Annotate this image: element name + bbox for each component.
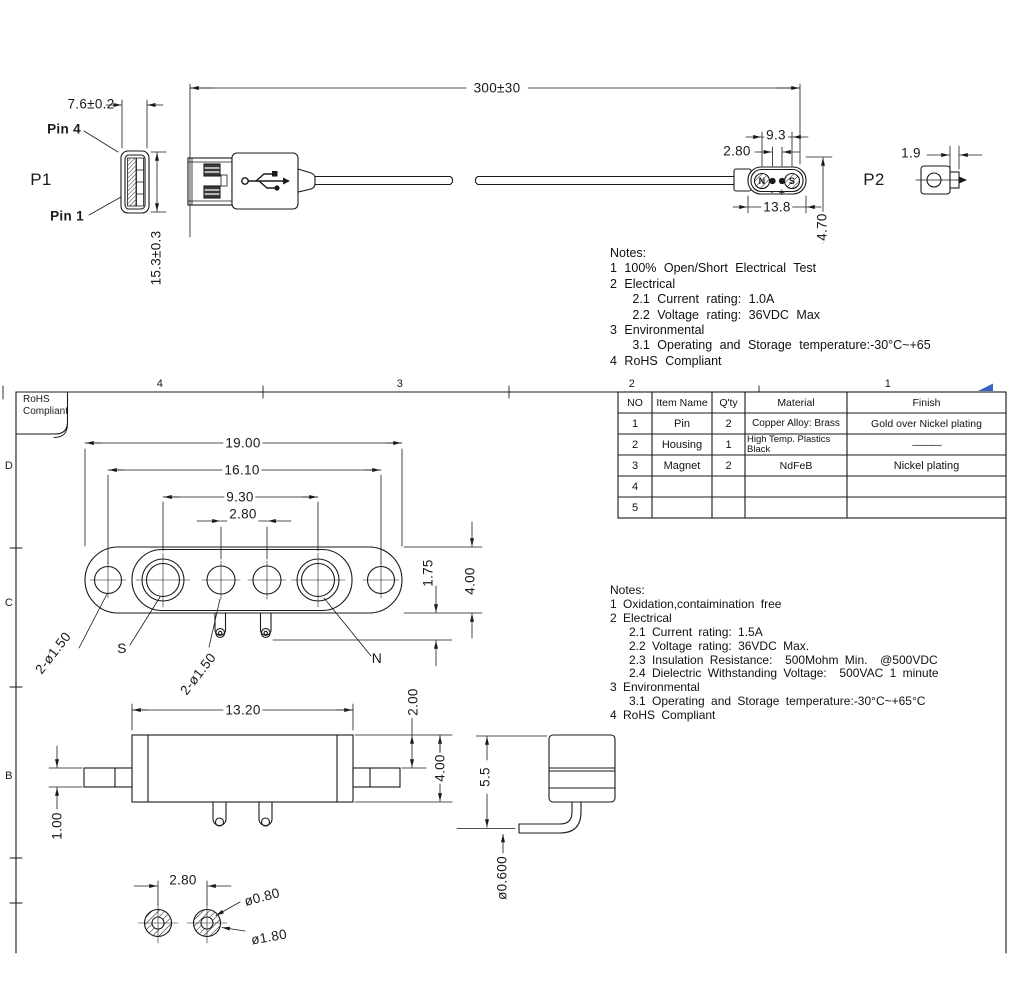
pin-detail-dimensions	[133, 880, 246, 932]
bom-cell: 1	[631, 417, 639, 430]
frame-col-4: 4	[156, 378, 164, 390]
dim-cable-length: 300±30	[471, 80, 523, 96]
dim-fv-step: 1.75	[420, 557, 436, 589]
frame-row-d: D	[4, 460, 14, 472]
notes-top: Notes: 1 100% Open/Short Electrical Test…	[610, 246, 931, 368]
dim-fv-hole-pitch: 16.10	[222, 462, 262, 478]
p1-dimensions	[83, 99, 167, 216]
bom-cell: 4	[631, 480, 639, 493]
dim-pd-pitch: 2.80	[167, 872, 199, 888]
usb-contact-window	[203, 185, 221, 199]
p1-front-view	[120, 150, 150, 214]
dim-p1-height: 15.3±0.3	[148, 230, 164, 286]
usb-trident-icon	[241, 171, 290, 191]
magnet-s-label: S	[788, 176, 796, 186]
bom-cell: Copper Alloy: Brass	[752, 418, 840, 429]
notes-top-title: Notes:	[610, 246, 647, 260]
bom-cell: Housing	[661, 438, 703, 451]
dim-p2-magnet-pitch: 9.3	[764, 127, 788, 143]
rohs-box	[15, 391, 69, 435]
notes-middle-title: Notes:	[610, 583, 645, 597]
bom-cell: 3	[631, 459, 639, 472]
frame-col-1: 1	[884, 378, 892, 390]
strain-relief	[297, 168, 316, 193]
side-view-dimensions	[48, 703, 453, 810]
bom-cell: Pin	[674, 417, 690, 430]
pin1-label: Pin 1	[50, 208, 84, 224]
frame-col-3: 3	[396, 378, 404, 390]
bom-cell: 5	[631, 501, 639, 514]
bom-cell: 2	[725, 417, 732, 430]
connector-front-view	[84, 546, 403, 638]
bom-cell: Magnet	[663, 459, 701, 472]
bom-cell: Nickel plating	[893, 459, 960, 472]
rohs-label-2: Compliant	[23, 406, 69, 417]
p1-label: P1	[30, 170, 52, 189]
usb-plug-side-view	[187, 152, 316, 210]
p2-side-dimensions	[926, 145, 983, 170]
frame-col-2: 2	[628, 378, 636, 390]
frame-row-c: C	[4, 597, 14, 609]
magnet-n-callout: N	[371, 650, 383, 666]
bom-header-qty: Q'ty	[719, 396, 738, 409]
dim-sv-top: 2.00	[405, 686, 421, 718]
pin-detail-view	[137, 902, 228, 944]
bom-cell: Gold over Nickel plating	[871, 417, 982, 430]
bom-header-no: NO	[627, 396, 643, 409]
frame-row-b: B	[5, 770, 13, 782]
cable-length-dimension	[189, 83, 801, 238]
bom-header-finish: Finish	[912, 396, 941, 409]
dim-fv-overall: 19.00	[223, 435, 263, 451]
bom-cell: 2	[725, 459, 732, 472]
dim-sv-height: 4.00	[432, 752, 448, 784]
bom-cell: NdFeB	[779, 459, 813, 472]
pin4-label: Pin 4	[47, 121, 81, 137]
front-view-dimensions	[78, 441, 483, 667]
p2-side-view	[915, 165, 967, 195]
bom-cell: 2	[631, 438, 639, 451]
p2-label: P2	[863, 170, 885, 189]
wire	[518, 801, 573, 825]
dim-sv-width: 13.20	[223, 702, 263, 718]
dim-p1-width: 7.6±0.2	[67, 96, 115, 112]
bom-table-grid	[617, 391, 1007, 519]
bom-cell: ———	[912, 438, 942, 451]
dim-fv-magnet-pitch: 9.30	[224, 489, 256, 505]
pogo-pin	[769, 177, 776, 185]
magnet-s-callout: S	[117, 640, 127, 656]
bom-header-item: Item Name	[656, 396, 708, 409]
cable	[314, 175, 737, 186]
dim-sv-tab: 1.00	[49, 810, 65, 842]
dim-p2-tab: 1.9	[901, 145, 921, 161]
dim-fv-height: 4.00	[462, 565, 478, 597]
corner-marker	[978, 383, 993, 391]
p2-front-view	[733, 166, 807, 195]
polarity-minus: -	[770, 186, 774, 198]
notes-middle: Notes: 1 Oxidation,contaimination free 2…	[610, 583, 939, 723]
profile-view-dimensions	[456, 735, 548, 854]
dim-pv-height: 5.5	[477, 765, 493, 789]
connector-side-view	[83, 734, 401, 827]
rohs-label-1: RoHS	[23, 394, 50, 405]
pogo-pin	[778, 177, 786, 185]
connector-profile-view	[518, 734, 616, 834]
dim-p2-width: 13.8	[761, 199, 793, 215]
dim-p2-pin-pitch: 2.80	[721, 143, 753, 159]
dim-fv-pin-pitch: 2.80	[227, 506, 259, 522]
bom-cell: High Temp. Plastics Black	[747, 434, 831, 455]
polarity-plus: +	[778, 187, 786, 199]
bom-cell: 1	[725, 438, 732, 451]
dia-pv-wire: ø0.600	[494, 856, 510, 900]
usb-contact-window	[203, 163, 221, 177]
dim-p2-height: 4.70	[814, 211, 830, 243]
bom-header-material: Material	[777, 396, 815, 409]
magnet-n-label: N	[758, 176, 766, 186]
